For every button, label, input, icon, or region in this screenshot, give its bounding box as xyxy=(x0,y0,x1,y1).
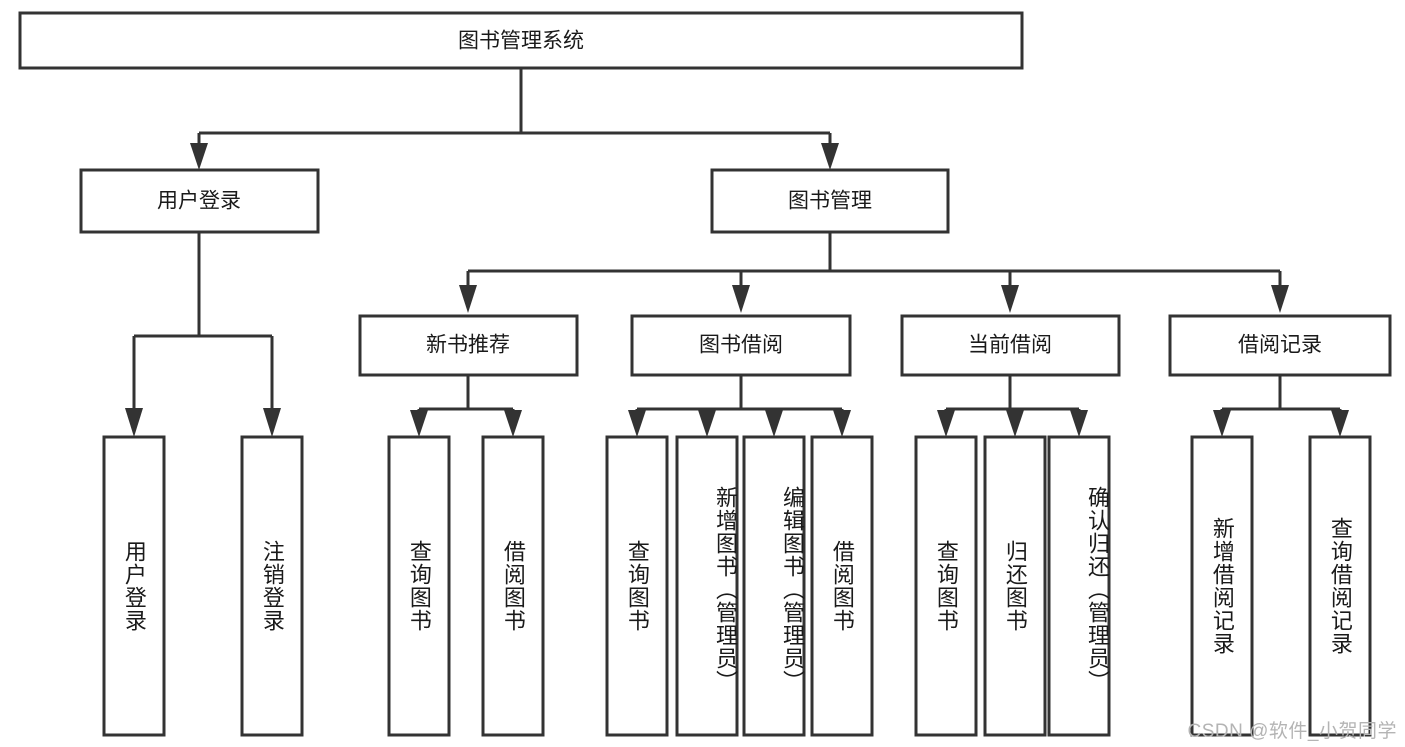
leaf-box-borrow-book-2 xyxy=(810,435,874,737)
arrow-head-icon xyxy=(1213,410,1231,437)
leaf-box-query-book-1 xyxy=(387,435,451,737)
arrow-head-icon xyxy=(125,408,143,437)
node-book-borrow: 图书借阅 xyxy=(630,314,852,377)
leaf-box-query-borrow-record xyxy=(1308,435,1372,737)
arrow-head-icon xyxy=(190,143,208,170)
node-current-borrow-label: 当前借阅 xyxy=(968,334,1052,357)
leaf-box-edit-book xyxy=(742,435,806,737)
node-borrow-record: 借阅记录 xyxy=(1168,314,1392,377)
arrow-head-icon xyxy=(459,285,477,313)
arrow-head-icon xyxy=(937,410,955,437)
node-borrow-record-label: 借阅记录 xyxy=(1238,334,1322,357)
arrow-head-icon xyxy=(765,410,783,437)
leaf-box-confirm-return xyxy=(1047,435,1111,737)
node-book-management-label: 图书管理 xyxy=(788,190,872,213)
arrow-head-icon xyxy=(833,410,851,437)
node-root-box xyxy=(18,11,1024,70)
node-new-book-recommend: 新书推荐 xyxy=(358,314,579,377)
node-root: 图书管理系统 xyxy=(18,11,1024,70)
connector-book-management-to-level3 xyxy=(459,232,1289,313)
node-new-book-recommend-box xyxy=(358,314,579,377)
leaf-box-query-book-3 xyxy=(914,435,978,737)
watermark-text: CSDN @软件_小贺同学 xyxy=(1187,721,1397,742)
connector-current-borrow-to-leaves xyxy=(937,375,1088,437)
arrow-head-icon xyxy=(698,410,716,437)
node-user-login: 用户登录 xyxy=(79,168,320,234)
arrow-head-icon xyxy=(1006,410,1024,437)
arrow-head-icon xyxy=(1331,410,1349,437)
arrow-head-icon xyxy=(1271,285,1289,313)
connector-root-to-level2 xyxy=(190,68,839,170)
connector-new-book-recommend-to-leaves xyxy=(410,375,522,437)
leaf-box-user-login xyxy=(102,435,166,737)
leaf-box-return-book xyxy=(983,435,1047,737)
node-book-borrow-label: 图书借阅 xyxy=(699,334,783,357)
arrow-head-icon xyxy=(821,143,839,170)
arrow-head-icon xyxy=(263,408,281,437)
connector-book-borrow-to-leaves xyxy=(628,375,851,437)
node-user-login-label: 用户登录 xyxy=(157,190,241,213)
arrow-head-icon xyxy=(628,410,646,437)
leaf-box-add-book xyxy=(675,435,739,737)
arrow-head-icon xyxy=(732,285,750,313)
node-root-label: 图书管理系统 xyxy=(458,30,584,53)
arrow-head-icon xyxy=(1001,285,1019,313)
node-current-borrow-box xyxy=(900,314,1121,377)
arrow-head-icon xyxy=(410,410,428,437)
arrow-head-icon xyxy=(504,410,522,437)
arrow-head-icon xyxy=(1070,410,1088,437)
connector-borrow-record-to-leaves xyxy=(1213,375,1349,437)
node-book-management: 图书管理 xyxy=(710,168,950,234)
leaf-box-query-book-2 xyxy=(605,435,669,737)
leaf-box-borrow-book-1 xyxy=(481,435,545,737)
node-user-login-box xyxy=(79,168,320,234)
connector-user-login-to-leaves xyxy=(125,232,281,437)
leaf-box-logout-login xyxy=(240,435,304,737)
leaf-box-add-borrow-record xyxy=(1190,435,1254,737)
node-current-borrow: 当前借阅 xyxy=(900,314,1121,377)
node-new-book-recommend-label: 新书推荐 xyxy=(426,334,510,357)
